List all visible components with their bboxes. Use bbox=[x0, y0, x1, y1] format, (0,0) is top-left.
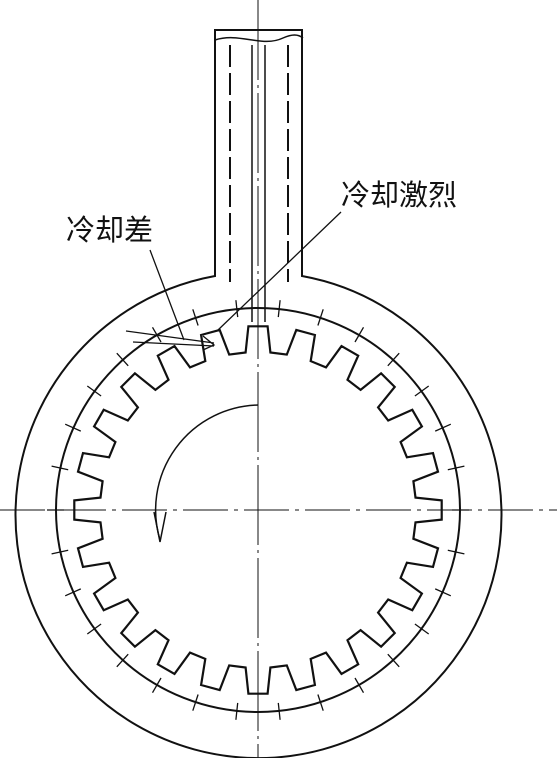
nozzle-tick bbox=[116, 352, 129, 367]
nozzle-tick bbox=[116, 653, 129, 668]
nozzle-tick bbox=[387, 352, 400, 367]
nozzle-tick bbox=[277, 300, 281, 318]
nozzle-tick bbox=[51, 465, 69, 471]
nozzle-tick bbox=[414, 385, 430, 397]
nozzle-tick bbox=[86, 623, 102, 635]
nozzle-tick bbox=[317, 309, 324, 326]
intense-cooling-leader bbox=[217, 211, 342, 331]
gear-outline bbox=[73, 325, 443, 695]
nozzle-tick bbox=[192, 694, 199, 711]
poor-cooling-leader bbox=[125, 249, 216, 351]
nozzle-tick bbox=[447, 549, 465, 555]
nozzle-tick bbox=[277, 702, 281, 720]
nozzle-tick bbox=[151, 677, 162, 694]
nozzle-tick bbox=[387, 653, 400, 668]
nozzle-tick bbox=[235, 300, 239, 318]
nozzle-tick bbox=[235, 702, 239, 720]
nozzle-tick bbox=[434, 588, 452, 597]
nozzle-tick bbox=[192, 309, 199, 326]
nozzle-tick bbox=[86, 385, 102, 397]
nozzle-tick bbox=[317, 694, 324, 711]
housing-outline bbox=[14, 29, 503, 758]
nozzle-tick bbox=[51, 549, 69, 555]
nozzle-tick bbox=[447, 465, 465, 471]
poor-cooling-label: 冷却差 bbox=[66, 213, 153, 247]
nozzle-tick bbox=[64, 588, 82, 597]
nozzle-tick bbox=[64, 423, 82, 432]
intense-cooling-label: 冷却激烈 bbox=[341, 178, 457, 212]
nozzle-tick bbox=[434, 423, 452, 432]
nozzle-tick bbox=[354, 677, 365, 694]
rotation-arrowhead bbox=[153, 511, 167, 543]
nozzle-tick bbox=[354, 326, 365, 343]
rotation-arrow bbox=[154, 404, 259, 541]
nozzle-tick bbox=[414, 623, 430, 635]
pipe-break-line bbox=[214, 34, 304, 43]
